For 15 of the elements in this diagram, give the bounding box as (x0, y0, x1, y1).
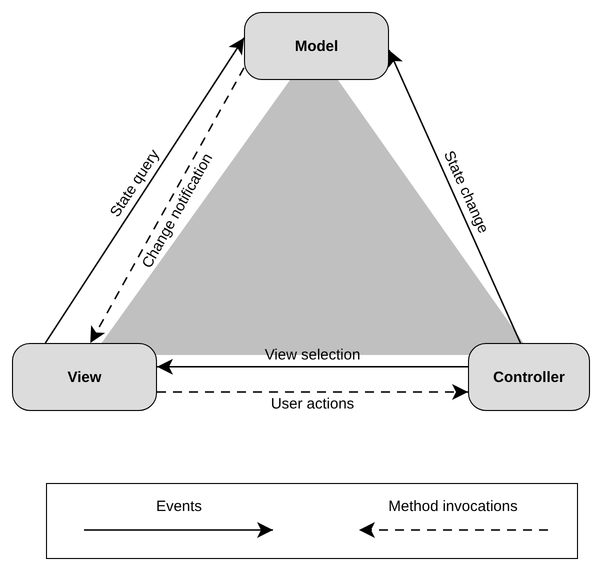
rounded-box (244, 12, 389, 80)
edge-label: User actions (270, 395, 354, 412)
edge-label: State change (440, 148, 492, 236)
node-label: Controller (493, 368, 565, 386)
node-label: Model (294, 38, 338, 54)
rounded-box (12, 343, 157, 411)
edge-label: View selection (264, 346, 360, 364)
node-label: View (68, 368, 102, 386)
legend-label: Method invocations (388, 498, 518, 516)
arrow (90, 67, 245, 344)
rounded-box (468, 343, 590, 411)
arrow (157, 358, 468, 375)
legend-label: Events (156, 498, 202, 516)
arrow (157, 384, 468, 400)
arrow (44, 37, 245, 344)
